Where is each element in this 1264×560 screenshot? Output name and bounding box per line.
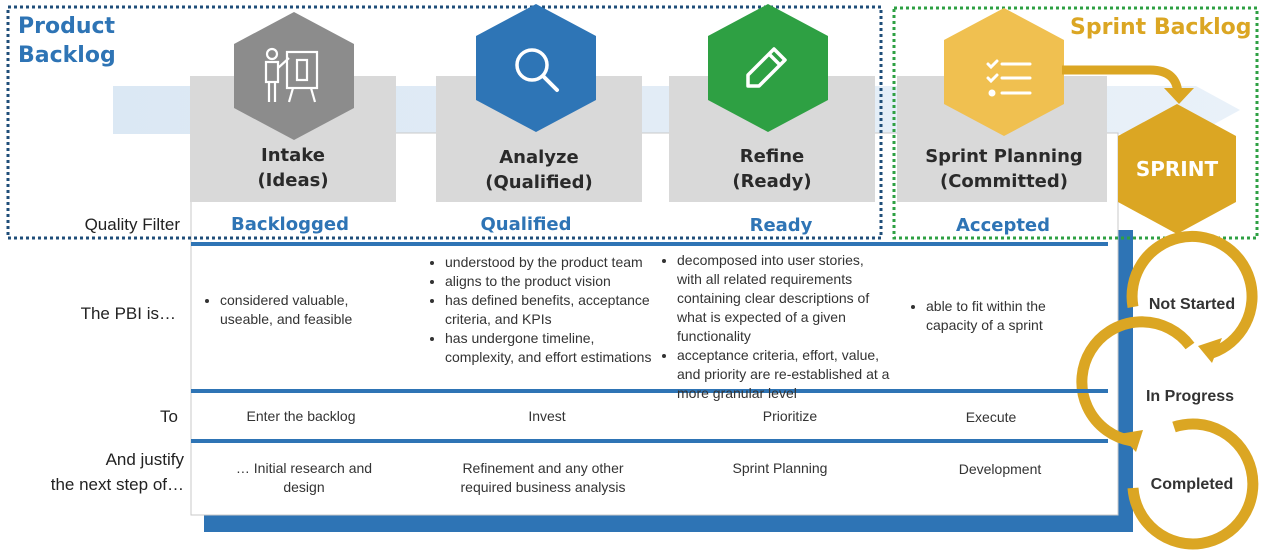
stage-label-refine: Refine (Ready) bbox=[732, 146, 812, 192]
to-cell-sprint-planning: Execute bbox=[965, 409, 1017, 425]
separator-top bbox=[191, 242, 1108, 246]
to-cell-refine: Prioritize bbox=[762, 408, 818, 424]
justify-cell-refine: Sprint Planning bbox=[732, 460, 828, 476]
product-backlog-title: Product Backlog bbox=[18, 14, 116, 68]
row-label-to: To bbox=[160, 407, 178, 426]
status-qualified: Qualified bbox=[480, 214, 572, 235]
list-item: considered valuable, useable, and feasib… bbox=[220, 291, 392, 329]
list-item: has defined benefits, acceptance criteri… bbox=[445, 291, 663, 329]
list-item: acceptance criteria, effort, value, and … bbox=[677, 346, 891, 403]
row-label-pbi-is: The PBI is… bbox=[80, 304, 176, 323]
pbi-cell-refine: decomposed into user stories, with all r… bbox=[659, 251, 891, 403]
status-accepted: Accepted bbox=[955, 215, 1051, 236]
status-backlogged: Backlogged bbox=[231, 214, 349, 235]
justify-cell-intake: … Initial research and design bbox=[235, 460, 373, 495]
to-sprint-arrowhead bbox=[1164, 88, 1194, 104]
stage-label-analyze: Analyze (Qualified) bbox=[485, 147, 593, 193]
hexagon-planning bbox=[944, 8, 1064, 136]
checklist-icon bbox=[986, 59, 1032, 97]
hexagon-intake bbox=[234, 12, 354, 140]
list-item: understood by the product team bbox=[445, 253, 663, 272]
list-item: able to fit within the capacity of a spr… bbox=[926, 297, 1078, 335]
stage-label-sprint-planning: Sprint Planning (Committed) bbox=[925, 146, 1083, 192]
search-icon bbox=[515, 48, 559, 92]
hexagon-analyze bbox=[476, 4, 596, 132]
pbi-cell-intake: considered valuable, useable, and feasib… bbox=[202, 291, 392, 329]
pbi-cell-sprint-planning: able to fit within the capacity of a spr… bbox=[908, 297, 1078, 335]
pencil-icon bbox=[746, 47, 787, 88]
sprint-state-not-started: Not Started bbox=[1148, 296, 1236, 313]
sprint-hexagon bbox=[1118, 104, 1236, 234]
list-item: has undergone timeline, complexity, and … bbox=[445, 329, 663, 367]
pbi-cell-analyze: understood by the product team aligns to… bbox=[427, 253, 663, 367]
hexagon-refine bbox=[708, 4, 828, 132]
stage-label-intake: Intake (Ideas) bbox=[257, 145, 329, 191]
sprint-backlog-zone bbox=[892, 6, 1259, 240]
ring-completed bbox=[1127, 418, 1259, 550]
row-label-quality-filter: Quality Filter bbox=[84, 215, 180, 234]
ring-not-started bbox=[1126, 230, 1258, 359]
to-cell-intake: Enter the backlog bbox=[246, 408, 356, 424]
sprint-state-in-progress: In Progress bbox=[1145, 388, 1235, 405]
separator-middle bbox=[191, 389, 1108, 393]
ring-in-progress bbox=[1076, 316, 1195, 447]
justify-cell-analyze: Refinement and any other required busine… bbox=[460, 460, 626, 495]
sprint-backlog-title: Sprint Backlog bbox=[1070, 15, 1252, 40]
sprint-state-completed: Completed bbox=[1150, 476, 1234, 493]
list-item: aligns to the product vision bbox=[445, 272, 663, 291]
sprint-title: SPRINT bbox=[1135, 157, 1219, 181]
to-cell-analyze: Invest bbox=[528, 408, 566, 424]
presentation-icon bbox=[264, 47, 319, 103]
status-ready: Ready bbox=[749, 215, 813, 236]
separator-bottom bbox=[191, 439, 1108, 443]
row-label-justify: And justify the next step of… bbox=[50, 450, 184, 494]
justify-cell-sprint-planning: Development bbox=[958, 461, 1042, 477]
list-item: decomposed into user stories, with all r… bbox=[677, 251, 891, 346]
